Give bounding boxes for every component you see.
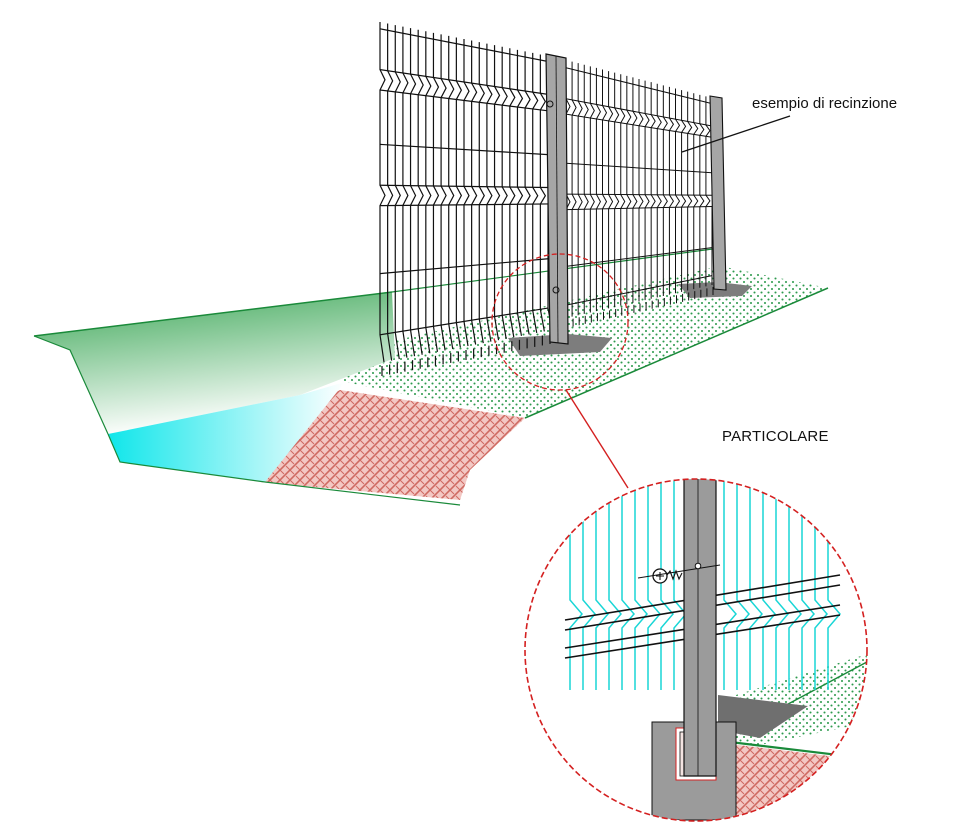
fence-mesh-front — [379, 22, 554, 376]
mesh-wire — [417, 29, 424, 355]
mesh-horizontal — [565, 113, 713, 138]
mesh-wire — [620, 74, 626, 306]
mesh-wire — [577, 63, 583, 316]
mesh-wire-detail — [788, 479, 802, 690]
mesh-horizontal — [379, 89, 549, 112]
mesh-wire — [668, 86, 675, 295]
mesh-wire — [589, 66, 595, 313]
mesh-wire — [524, 51, 531, 335]
mesh-wire — [705, 96, 711, 287]
mesh-wire — [501, 46, 508, 339]
mesh-wire — [539, 54, 547, 332]
mesh-wire — [662, 85, 668, 296]
mesh-wire — [608, 71, 614, 309]
mesh-wire — [440, 34, 447, 351]
mesh-wire-detail — [775, 479, 789, 690]
mesh-wire — [409, 28, 417, 357]
fence-post-back — [709, 95, 727, 291]
mesh-wire — [687, 91, 693, 291]
mesh-wire — [478, 42, 485, 344]
mesh-wire-detail — [801, 479, 815, 690]
mesh-wire — [595, 67, 601, 312]
mesh-wire-detail — [582, 479, 596, 690]
mesh-horizontal — [379, 184, 549, 189]
mesh-wire — [532, 52, 539, 334]
mesh-wire — [571, 61, 577, 317]
mesh-wire-detail — [660, 479, 674, 690]
mesh-wire — [656, 83, 662, 298]
mesh-wire — [699, 94, 705, 288]
mesh-horizontal — [565, 193, 713, 196]
detail-post — [683, 479, 717, 777]
canal-bank — [34, 292, 395, 434]
mesh-wire — [626, 75, 632, 305]
mesh-wire — [402, 26, 409, 358]
mesh-horizontal — [565, 162, 713, 174]
fence-mesh-back — [565, 60, 717, 328]
mesh-horizontal — [565, 247, 713, 267]
mesh-wire-detail — [814, 479, 828, 690]
mesh-wire-detail — [762, 479, 776, 690]
mesh-horizontal — [379, 203, 549, 207]
detail-ring — [524, 478, 868, 822]
mesh-horizontal — [379, 307, 549, 336]
mesh-wire — [493, 45, 501, 341]
mesh-wire — [644, 80, 650, 301]
mesh-wire-detail — [595, 479, 609, 690]
mesh-horizontal — [565, 67, 713, 105]
mesh-wire — [448, 35, 455, 350]
mesh-wire — [432, 32, 440, 352]
soil-section — [260, 390, 525, 500]
mesh-wire — [455, 37, 463, 348]
mesh-wire-detail — [736, 479, 750, 690]
mesh-horizontal — [379, 143, 549, 156]
mesh-horizontal — [379, 28, 549, 63]
mesh-horizontal — [379, 258, 549, 275]
mesh-wire — [632, 77, 638, 303]
detail-title: PARTICOLARE — [722, 428, 829, 445]
mesh-wire-detail — [634, 479, 648, 690]
mesh-wire — [638, 79, 644, 302]
leader-line — [681, 115, 791, 153]
detail-marker — [491, 253, 629, 391]
mesh-wire — [650, 82, 656, 299]
bolt-icon — [637, 562, 721, 584]
mesh-wire — [425, 31, 432, 354]
mesh-wire-detail — [749, 479, 763, 690]
mesh-wire — [509, 48, 516, 338]
mesh-wire-detail — [608, 479, 622, 690]
mesh-horizontal — [565, 275, 713, 306]
mesh-wire — [675, 88, 681, 294]
mesh-wire — [602, 69, 608, 310]
mesh-wire — [471, 40, 478, 345]
mesh-wire — [681, 90, 687, 292]
detail-view — [525, 479, 867, 821]
detail-connector — [565, 389, 629, 489]
fence-example-label: esempio di recinzione — [752, 95, 898, 112]
mesh-wire — [516, 49, 524, 336]
mesh-wire-detail — [827, 479, 841, 690]
mesh-wire-detail — [569, 479, 583, 690]
footing-back — [678, 282, 752, 298]
mesh-horizontal — [565, 205, 713, 211]
mesh-wire — [614, 72, 620, 307]
mesh-wire — [486, 43, 493, 342]
mesh-wire — [693, 93, 699, 290]
mesh-wire-detail — [723, 479, 737, 690]
mesh-horizontal — [565, 98, 713, 127]
footing-front — [508, 334, 612, 356]
mesh-horizontal — [379, 69, 549, 95]
mesh-wire — [394, 25, 401, 360]
mesh-wire — [463, 39, 470, 347]
mesh-wire — [583, 64, 589, 314]
canal-water — [108, 382, 345, 482]
